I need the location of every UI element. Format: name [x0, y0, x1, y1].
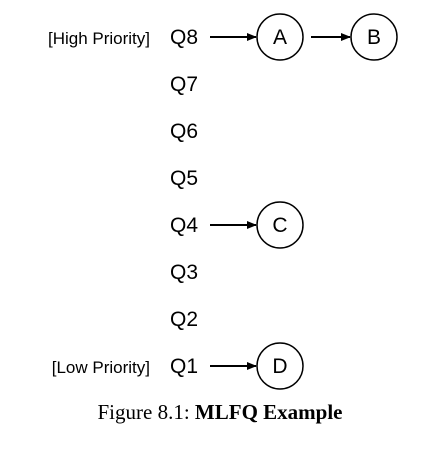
job-node [256, 201, 304, 249]
job-node [256, 13, 304, 61]
caption-title: MLFQ Example [194, 400, 343, 424]
queue-label: Q1 [170, 355, 198, 378]
high-priority-label: [High Priority] [48, 29, 150, 48]
queue-label: Q6 [170, 120, 198, 143]
queue-row: Q8 A B [170, 13, 398, 61]
job-label: A [273, 26, 287, 49]
job-node [350, 13, 398, 61]
queue-label: Q7 [170, 73, 198, 96]
job-label: B [367, 26, 381, 49]
queue-row: Q6 [170, 120, 198, 143]
job-label: D [272, 355, 287, 378]
queue-label: Q8 [170, 26, 198, 49]
job-node [256, 342, 304, 390]
queue-row: Q5 [170, 167, 198, 190]
figure-caption: Figure 8.1: MLFQ Example [0, 400, 440, 425]
queue-row: Q7 [170, 73, 198, 96]
queue-row: Q2 [170, 308, 198, 331]
queue-label: Q5 [170, 167, 198, 190]
job-label: C [272, 214, 287, 237]
caption-prefix: Figure 8.1: [97, 400, 190, 424]
queue-row: Q4 C [170, 201, 304, 249]
queue-label: Q3 [170, 261, 198, 284]
queue-row: Q3 [170, 261, 198, 284]
queue-label: Q4 [170, 214, 198, 237]
low-priority-label: [Low Priority] [52, 358, 150, 377]
queue-row: Q1 D [170, 342, 304, 390]
queue-label: Q2 [170, 308, 198, 331]
